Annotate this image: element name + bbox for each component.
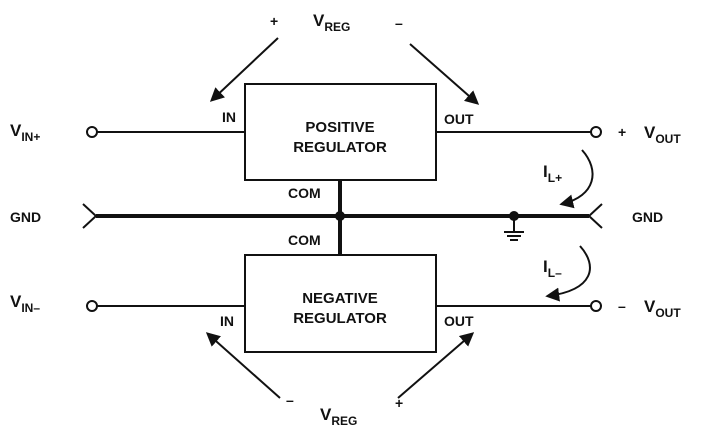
- vout-plus-sign: +: [618, 124, 626, 140]
- com-junction-dot: [335, 211, 345, 221]
- vreg-top-label: VREG: [313, 11, 350, 34]
- vreg-bottom-arrow-left: [205, 332, 281, 399]
- negative-in-label: IN: [220, 313, 234, 329]
- il-plus-arrow: [559, 149, 594, 209]
- vin-plus-label: VIN+: [10, 121, 40, 144]
- vreg-bottom-arrow-right: [397, 332, 475, 399]
- negative-out-label: OUT: [444, 313, 474, 329]
- il-minus-label: IL–: [543, 257, 562, 280]
- vout-plus-terminal: [590, 126, 602, 138]
- il-minus-arrow: [545, 245, 591, 302]
- vout-plus-label: VOUT: [644, 123, 681, 146]
- vreg-top-minus-sign: –: [395, 15, 403, 31]
- vreg-top-plus-sign: +: [270, 13, 278, 29]
- vout-minus-terminal: [590, 300, 602, 312]
- vout-minus-label: VOUT: [644, 297, 681, 320]
- negative-regulator-line2: REGULATOR: [293, 310, 387, 327]
- vin-minus-terminal: [86, 300, 98, 312]
- positive-out-label: OUT: [444, 111, 474, 127]
- vreg-top-arrow-left: [209, 37, 279, 102]
- gnd-right-chevron: [587, 203, 603, 229]
- gnd-right-label: GND: [632, 209, 663, 225]
- negative-regulator-box: [244, 254, 437, 353]
- vin-plus-terminal: [86, 126, 98, 138]
- vreg-bottom-minus-sign: –: [286, 392, 294, 408]
- il-plus-label: IL+: [543, 162, 562, 185]
- negative-regulator-line1: NEGATIVE: [302, 290, 378, 307]
- positive-regulator-line2: REGULATOR: [293, 139, 387, 156]
- vin-minus-label: VIN–: [10, 292, 40, 315]
- positive-com-label: COM: [288, 185, 321, 201]
- ground-symbol: [504, 211, 524, 241]
- gnd-left-label: GND: [10, 209, 41, 225]
- vout-minus-sign: –: [618, 298, 626, 314]
- positive-in-label: IN: [222, 109, 236, 125]
- vreg-bottom-label: VREG: [320, 405, 357, 428]
- gnd-left-chevron: [82, 203, 98, 229]
- positive-regulator-line1: POSITIVE: [305, 119, 374, 136]
- negative-com-label: COM: [288, 232, 321, 248]
- vreg-top-arrow-right: [409, 43, 480, 105]
- vreg-bottom-plus-sign: +: [395, 395, 403, 411]
